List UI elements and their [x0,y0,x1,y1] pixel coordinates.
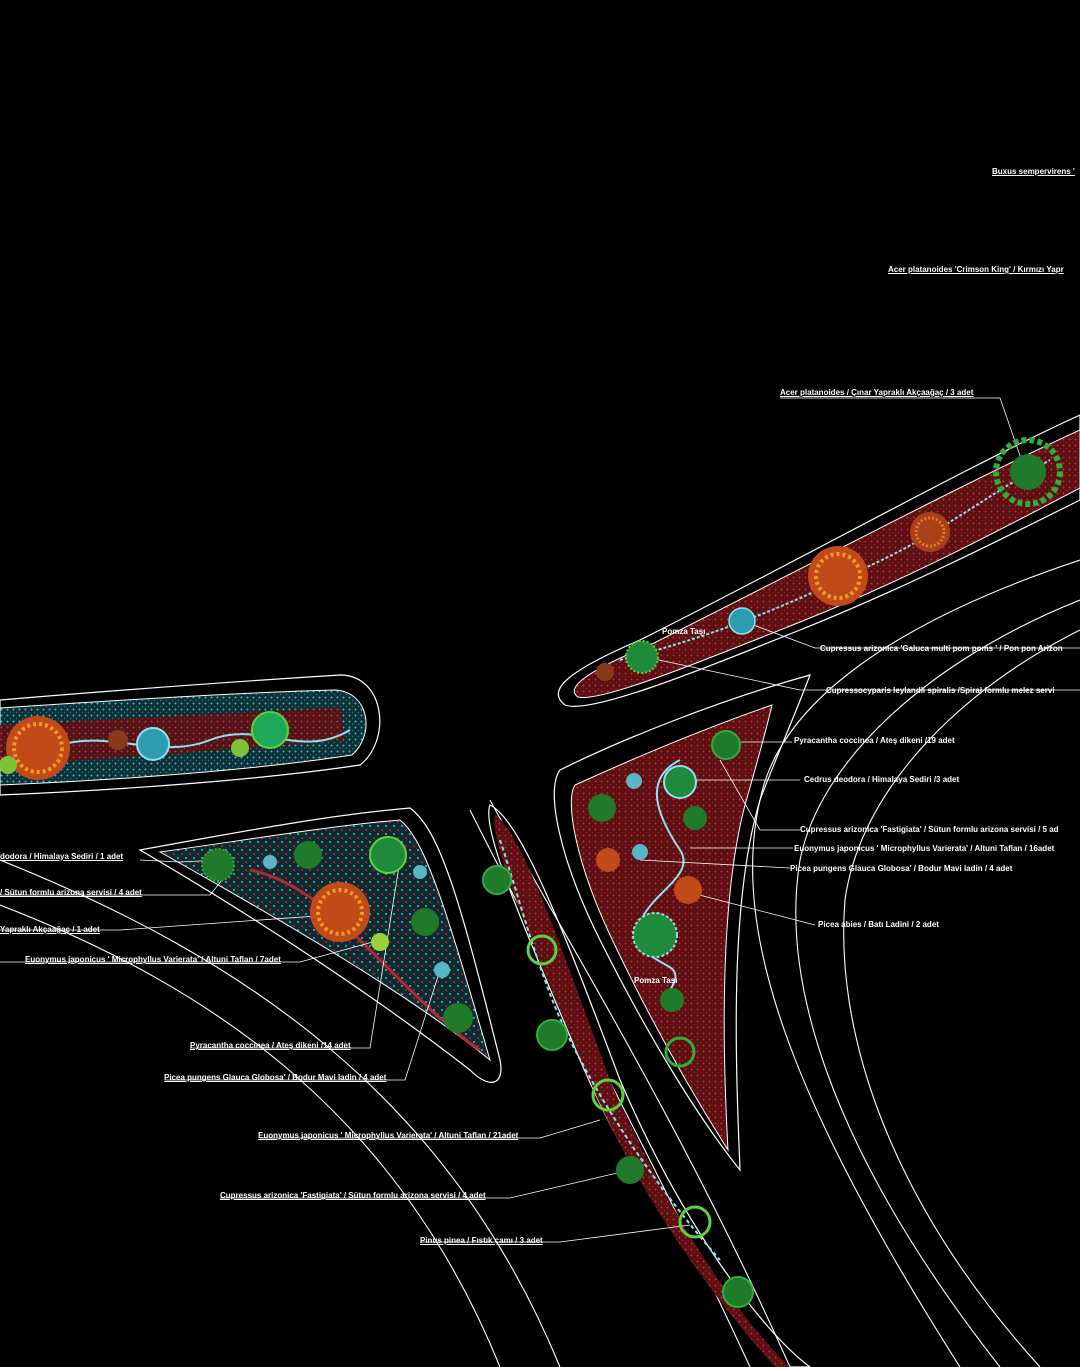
label-euonymus-right: Euonymus japonicus ' Microphyllus Varier… [794,844,1055,853]
label-cupressus-fastigiata-right: Cupressus arizonica 'Fastigiata' / Sütun… [800,825,1059,834]
tree-icon [993,437,1063,507]
shrub-icon [660,988,684,1012]
shrub-icon [711,730,741,760]
shrub-icon [683,806,707,830]
shrub-icon [0,756,17,774]
shrub-icon [369,836,407,874]
label-sutun-left: / Sütun formlu arizona servisi / 4 adet [0,888,142,897]
pumice-stone-icon [626,773,642,789]
shrub-icon [596,663,614,681]
tree-icon [310,882,370,942]
label-pyracantha-left: Pyracantha coccinea / Ateş dikeni /14 ad… [190,1041,351,1050]
shrub-icon [136,727,170,761]
shrub-icon [728,607,756,635]
shrub-icon [231,739,249,757]
shrub-icon [588,794,616,822]
shrub-icon [722,1276,754,1308]
shrub-icon [664,1036,696,1068]
shrub-icon [526,934,558,966]
label-cedrus-left: dodora / Himalaya Sediri / 1 adet [0,852,124,861]
label-picea-abies: Picea abies / Batı Ladini / 2 adet [818,920,939,929]
label-akcaagac-left: Yapraklı Akçaağaç / 1 adet [0,925,100,934]
shrub-icon [482,865,512,895]
leader-lines [0,397,1080,1243]
label-picea-glauca-left: Picea pungens Glauca Globosa' / Bodur Ma… [164,1073,387,1082]
shrub-icon [596,848,620,872]
tree-icon [910,512,950,552]
label-acer-crimson: Acer platanoides 'Crimson King' / Kırmız… [888,265,1064,274]
label-cedrus-right: Cedrus deodora / Himalaya Sediri /3 adet [804,775,960,784]
tree-icon [632,912,678,958]
label-pyracantha-right: Pyracantha coccinea / Ateş dikeni /19 ad… [794,736,955,745]
shrub-icon [108,730,128,750]
shrub-icon [201,848,235,882]
label-buxus: Buxus sempervirens ' [992,167,1075,176]
label-pomza-top: Pomza Taşı [662,627,706,636]
shrub-icon [625,640,659,674]
bed-middle-narrow [488,804,812,1367]
label-cupressus-glauca: Cupressus arizonica 'Galuca multi pom po… [820,644,1063,653]
shrub-icon [616,1156,644,1184]
tree-icon [808,546,868,606]
label-euonymus-left: Euonymus japonicus ' Microphyllus Varier… [25,955,281,964]
label-pinus: Pinus pinea / Fıstık çamı / 3 adet [420,1236,543,1245]
label-acer-platanoides: Acer platanoides / Çınar Yapraklı Akçaağ… [780,388,974,397]
shrub-icon [591,1078,625,1112]
pumice-stone-icon [632,844,648,860]
shrub-icon [536,1019,568,1051]
shrub-icon [663,765,697,799]
shrub-icon [294,841,322,869]
tree-icon [6,716,70,780]
label-cupressus-bottom: Cupressus arizonica 'Fastigiata' / Sütun… [220,1191,486,1200]
pumice-stone-icon [413,865,427,879]
plant-symbols [0,437,1063,1308]
label-cupressocyparis: Cupressocyparis leylandii spiralis /Spir… [826,686,1055,695]
pumice-stone-icon [434,962,450,978]
pumice-stone-icon [263,855,277,869]
shrub-icon [443,1003,473,1033]
label-euonymus-bottom: Euonymus japonicus ' Microphyllus Varier… [258,1131,519,1140]
shrub-icon [411,908,439,936]
shrub-icon [371,933,389,951]
label-pomza-mid: Pomza Taşı [634,976,678,985]
shrub-icon [678,1205,712,1239]
shrub-icon [251,711,289,749]
label-picea-glauca-right: Picea pungens Glauca Globosa' / Bodur Ma… [790,864,1013,873]
shrub-icon [674,876,702,904]
